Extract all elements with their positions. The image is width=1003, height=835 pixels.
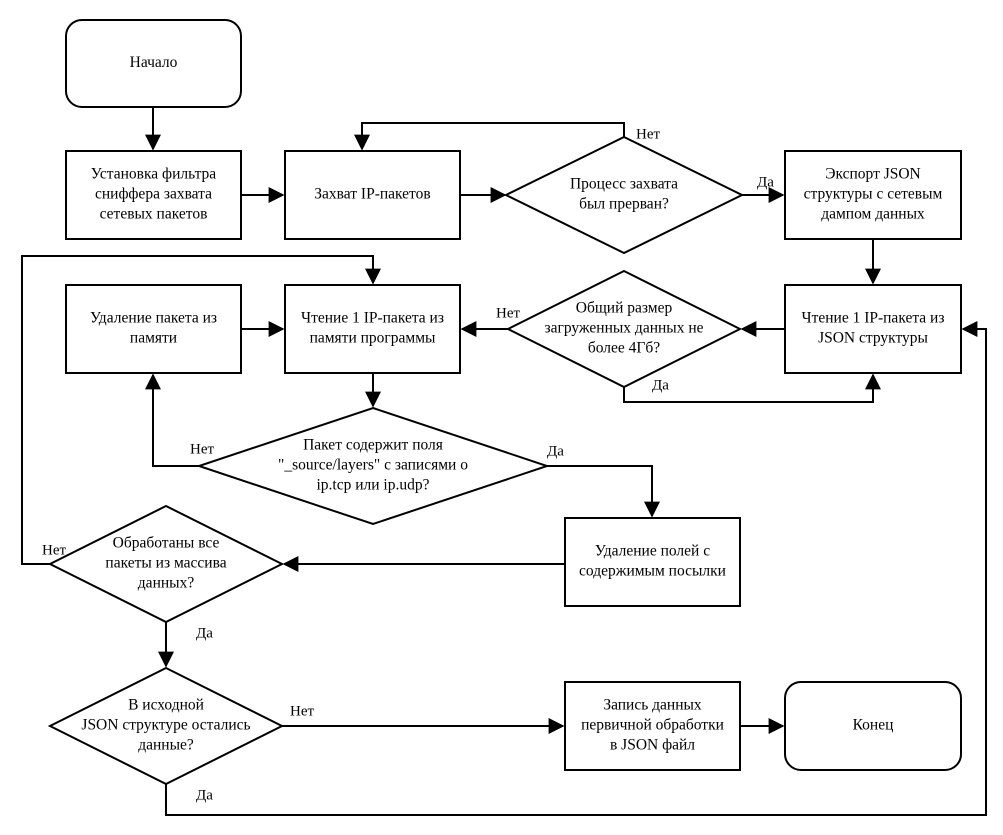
process-box xyxy=(65,284,242,374)
decision-diamond xyxy=(505,269,743,389)
edge-label: Да xyxy=(196,787,213,803)
node-size-check: Общий размер загруженных данных не более 4… xyxy=(505,269,743,389)
node-text-line: Установка фильтра xyxy=(91,166,217,183)
node-capture-interrupted: Процесс захвата был прерван? xyxy=(503,135,745,255)
node-text-line: Обработаны все xyxy=(113,535,220,552)
node-text-line: данные? xyxy=(138,737,194,754)
node-text-line: был прерван? xyxy=(579,196,669,213)
process-box xyxy=(284,284,461,374)
node-export-json: Экспорт JSON структуры с сетевым дампом да… xyxy=(784,150,962,240)
node-text-line: первичной обработки xyxy=(581,717,724,734)
node-delete-packet: Удаление пакета из памяти xyxy=(65,284,242,374)
terminator-shape xyxy=(65,19,242,108)
node-text-line: Удаление полей с xyxy=(595,543,710,560)
decision-diamond xyxy=(47,504,285,624)
connector-data-left-to-read-from-json xyxy=(165,321,987,816)
edge-label: Нет xyxy=(496,305,520,321)
node-text-line: более 4Гб? xyxy=(588,340,660,357)
node-fields-check: Пакет содержит поля "_source/layers" с за… xyxy=(195,406,551,526)
node-text-line: памяти программы xyxy=(310,330,436,347)
decision-diamond xyxy=(195,406,551,526)
node-text-line: Конец xyxy=(853,717,894,734)
node-text-line: данных? xyxy=(138,575,195,592)
process-box xyxy=(784,284,962,374)
node-start: Начало xyxy=(65,19,242,108)
node-text-line: В исходной xyxy=(128,697,204,714)
node-text-line: Захват IP-пакетов xyxy=(314,186,430,203)
process-box xyxy=(784,150,962,240)
edge-label: Да xyxy=(652,377,669,393)
node-text-line: памяти xyxy=(130,330,177,347)
node-text-line: "_source/layers" с записями о xyxy=(278,457,468,474)
connector-size-check-to-read-from-json xyxy=(623,373,881,403)
node-text-line: Начало xyxy=(130,54,178,71)
node-text-line: JSON структуры xyxy=(818,330,928,347)
node-text-line: сниффера захвата xyxy=(95,186,212,203)
node-text-line: пакеты из массива xyxy=(105,555,226,572)
edge-label: Да xyxy=(196,625,213,641)
decision-diamond xyxy=(503,135,745,255)
process-box xyxy=(284,150,461,240)
edge-label: Да xyxy=(547,443,564,459)
edge-label: Нет xyxy=(42,542,66,558)
node-text-line: Чтение 1 IP-пакета из xyxy=(301,310,444,327)
node-text-line: Пакет содержит поля xyxy=(303,437,443,454)
node-sniffer-filter: Установка фильтра сниффера захвата сетевых… xyxy=(65,150,242,240)
connector-fields-check-to-delete-payload xyxy=(547,465,660,518)
node-all-processed: Обработаны все пакеты из массива данных? xyxy=(47,504,285,624)
node-delete-payload: Удаление полей с содержимым посылки xyxy=(564,517,741,607)
node-text-line: Экспорт JSON xyxy=(825,166,921,183)
node-text-line: Процесс захвата xyxy=(570,176,678,193)
node-text-line: Чтение 1 IP-пакета из xyxy=(802,310,945,327)
node-text-line: Общий размер xyxy=(576,300,673,317)
node-text-line: ip.tcp или ip.udp? xyxy=(316,477,429,494)
connector-capture-interrupted-to-capture-packets xyxy=(354,122,625,151)
edge-label: Нет xyxy=(190,441,214,457)
node-end: Конец xyxy=(784,681,962,771)
node-text-line: в JSON файл xyxy=(610,737,695,754)
node-text-line: структуры с сетевым xyxy=(804,186,943,203)
process-box xyxy=(564,517,741,607)
decision-diamond xyxy=(47,666,285,786)
node-text-line: содержимым посылки xyxy=(579,563,726,580)
node-read-from-memory: Чтение 1 IP-пакета из памяти программы xyxy=(284,284,461,374)
process-box xyxy=(65,150,242,240)
node-capture-packets: Захват IP-пакетов xyxy=(284,150,461,240)
node-text-line: дампом данных xyxy=(821,206,925,223)
node-text-line: Запись данных xyxy=(603,697,702,714)
node-text-line: загруженных данных не xyxy=(544,320,703,337)
edge-label: Да xyxy=(757,174,774,190)
connector-all-processed-to-read-from-memory xyxy=(21,255,381,565)
node-text-line: Удаление пакета из xyxy=(90,310,217,327)
node-write-json: Запись данных первичной обработки в JSON ф… xyxy=(564,681,741,771)
edge-label: Нет xyxy=(290,703,314,719)
connector-fields-check-to-delete-packet xyxy=(145,373,199,467)
process-box xyxy=(564,681,741,771)
terminator-shape xyxy=(784,681,962,771)
node-read-from-json: Чтение 1 IP-пакета из JSON структуры xyxy=(784,284,962,374)
node-text-line: JSON структуре остались xyxy=(81,717,250,734)
node-text-line: сетевых пакетов xyxy=(100,206,208,223)
edge-label: Нет xyxy=(636,126,660,142)
